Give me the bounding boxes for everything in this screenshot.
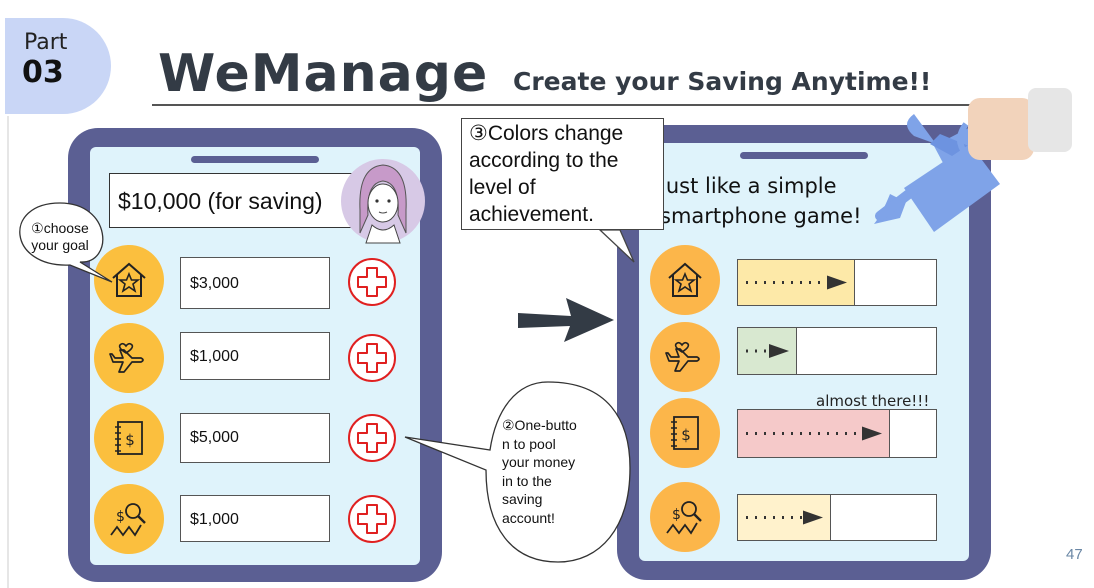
right-arrow-icon: [518, 298, 614, 342]
page-subtitle: Create your Saving Anytime!!: [513, 67, 932, 96]
svg-text:$: $: [125, 431, 135, 449]
colors-change-callout: ③Colors change according to the level of…: [469, 120, 663, 228]
house-star-icon: [668, 262, 702, 297]
amount-input-2[interactable]: [180, 332, 330, 380]
add-funds-button-4[interactable]: [347, 494, 397, 544]
amount-text-2: $1,000: [190, 348, 239, 365]
search-dollar-icon: $: [666, 501, 702, 535]
progress-bar-1: [737, 259, 937, 306]
progress-bar-3: [737, 409, 937, 458]
airplane-heart-icon: [109, 342, 144, 373]
colors-change-line3: level of: [469, 176, 536, 199]
progress-bar-4: [737, 494, 937, 541]
search-dollar-icon: $: [110, 503, 146, 537]
progress-arrow-1: [746, 275, 847, 290]
progress-circle-bills: $: [650, 398, 720, 468]
part-badge: [5, 18, 111, 114]
almost-there-label: almost there!!!: [816, 392, 930, 410]
amount-input-3[interactable]: [180, 413, 330, 463]
amount-text-3: $5,000: [190, 429, 239, 446]
watering-can-icon: [874, 88, 1072, 232]
left-phone-speaker: [191, 156, 319, 163]
one-button-callout: ②One-butto n to pool your money in to th…: [502, 416, 594, 527]
progress-circle-invest: $: [650, 482, 720, 552]
page-title: WeManage: [158, 44, 489, 104]
amount-input-4[interactable]: [180, 495, 330, 542]
add-funds-button-2[interactable]: [347, 333, 397, 383]
add-funds-button-3[interactable]: [347, 413, 397, 463]
category-circle-invest: $: [94, 484, 164, 554]
choose-goal-line2: your goal: [31, 237, 89, 253]
one-button-line5: saving: [502, 491, 543, 507]
title-divider: [152, 104, 982, 106]
one-button-line6: account!: [502, 509, 555, 526]
right-phone-speaker: [740, 152, 868, 159]
progress-circle-travel: [650, 322, 720, 392]
page-number: 47: [1066, 546, 1083, 563]
left-divider: [7, 116, 9, 588]
progress-arrow-3: [746, 426, 882, 441]
one-button-line4: in to the: [502, 472, 552, 489]
avatar: [341, 159, 425, 244]
one-button-line3: your money: [502, 454, 576, 470]
colors-change-line2: according to the: [469, 149, 619, 172]
game-text-line2: smartphone game!: [660, 204, 862, 228]
progress-arrow-2: [746, 344, 789, 358]
airplane-heart-icon: [665, 341, 700, 372]
one-button-line1: ②One-butto: [502, 417, 577, 433]
progress-circle-home: [650, 245, 720, 315]
choose-goal-line1: ①choose: [31, 220, 89, 236]
category-circle-bills: $: [94, 403, 164, 473]
part-number: 03: [22, 55, 64, 90]
category-circle-travel: [94, 323, 164, 393]
notebook-dollar-icon: $: [115, 421, 143, 455]
house-star-icon: [112, 262, 146, 297]
amount-input-1[interactable]: [180, 257, 330, 309]
amount-text-4: $1,000: [190, 511, 239, 528]
category-circle-home: [94, 245, 164, 315]
colors-change-line4: achievement.: [469, 203, 594, 226]
svg-text:$: $: [672, 507, 681, 523]
amount-text-1: $3,000: [190, 275, 239, 292]
progress-bar-2: [737, 327, 937, 375]
svg-text:$: $: [681, 426, 691, 444]
game-text-line1: just like a simple: [660, 174, 837, 198]
goal-text: $10,000 (for saving): [118, 188, 323, 214]
progress-arrow-4: [746, 510, 823, 525]
part-label: Part: [24, 30, 68, 55]
colors-change-box: [461, 118, 664, 230]
add-funds-button-1[interactable]: [347, 257, 397, 307]
one-button-line2: n to pool: [502, 435, 556, 452]
colors-change-line1: ③Colors change: [469, 122, 624, 145]
notebook-dollar-icon: $: [671, 416, 699, 450]
svg-text:$: $: [116, 509, 125, 525]
choose-goal-callout: ①choose your goal: [18, 220, 102, 254]
